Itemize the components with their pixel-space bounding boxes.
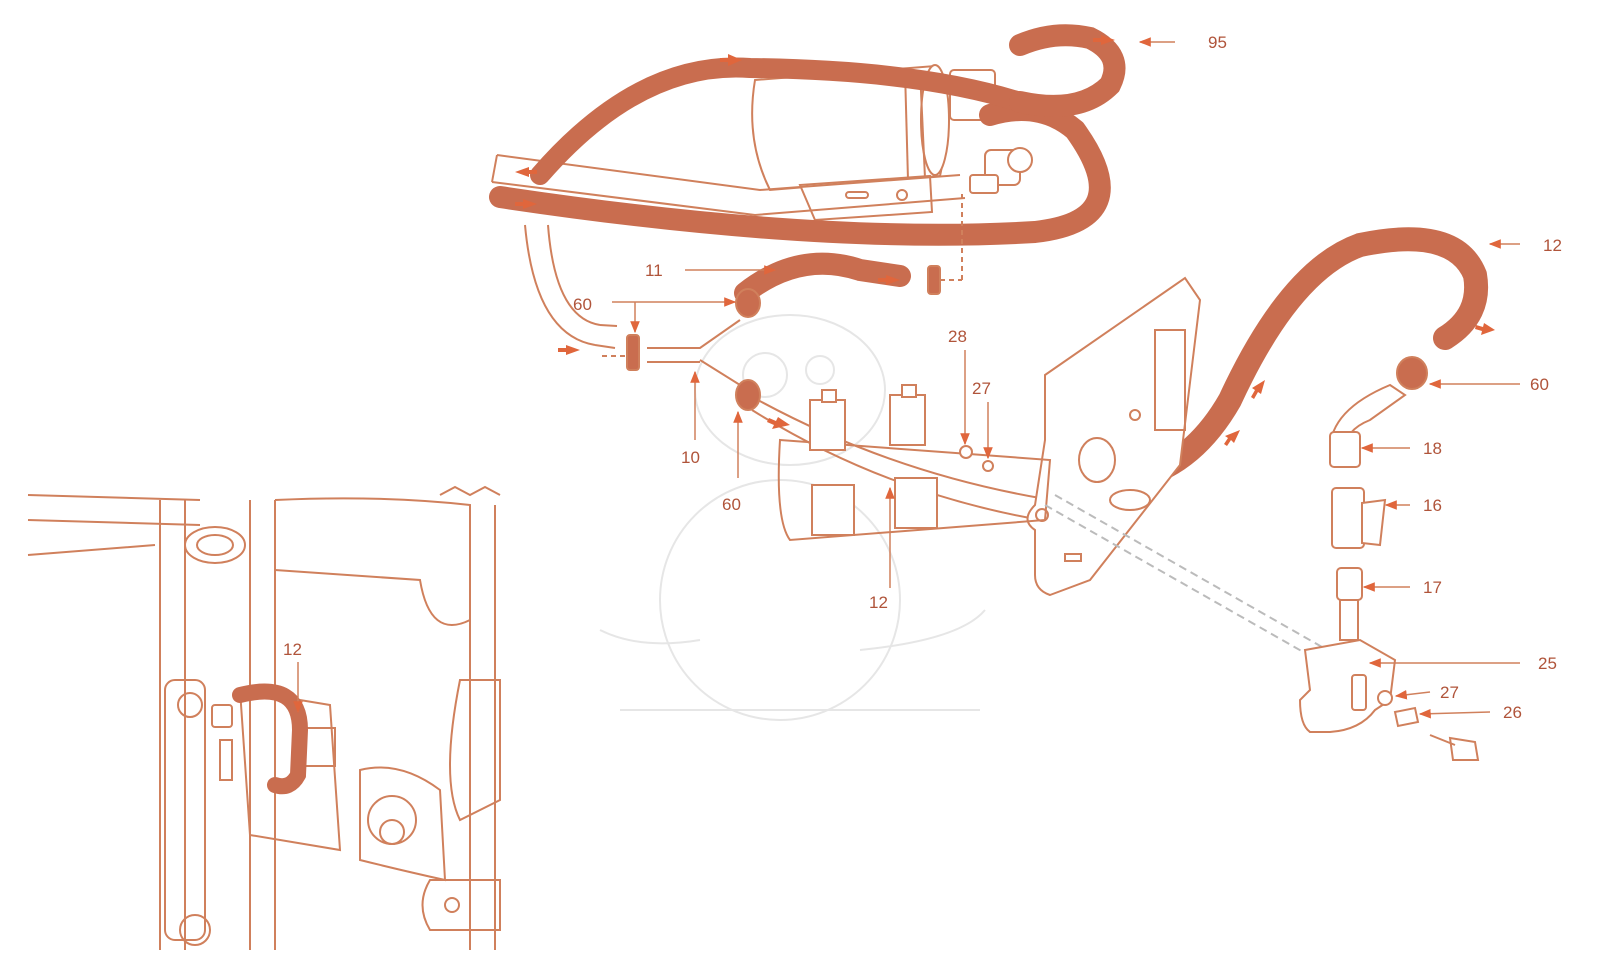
callout-12-inset: 12 bbox=[283, 640, 302, 659]
adapter-fitting bbox=[1336, 567, 1363, 601]
flow-arrow bbox=[1475, 323, 1495, 335]
callout-27-upper: 27 bbox=[972, 379, 991, 398]
nut-fitting bbox=[1329, 431, 1361, 468]
hose-cap bbox=[626, 334, 640, 371]
callout-27-lower: 27 bbox=[1440, 683, 1459, 702]
callout-leaders bbox=[293, 37, 1520, 719]
flow-arrow bbox=[1093, 35, 1115, 45]
flow-arrow bbox=[515, 199, 537, 209]
hose-cap bbox=[735, 288, 761, 318]
support-bracket bbox=[1298, 638, 1397, 733]
hose-cap bbox=[735, 379, 761, 411]
flow-arrow bbox=[878, 275, 900, 285]
callout-12-bracket: 12 bbox=[869, 593, 888, 612]
washer bbox=[1377, 690, 1393, 706]
hose-cap bbox=[1396, 356, 1428, 390]
callout-25: 25 bbox=[1538, 654, 1557, 673]
callout-60-lower: 60 bbox=[722, 495, 741, 514]
filter-canister bbox=[751, 64, 1033, 222]
flow-arrow bbox=[1251, 380, 1265, 399]
flow-arrow bbox=[767, 417, 790, 429]
valve bbox=[809, 399, 846, 451]
flow-arrows bbox=[515, 35, 1495, 446]
callout-26: 26 bbox=[1503, 703, 1522, 722]
callout-11: 11 bbox=[645, 261, 663, 280]
inset-hose bbox=[232, 683, 309, 795]
callout-60-left: 60 bbox=[573, 295, 592, 314]
callout-60-right: 60 bbox=[1530, 375, 1549, 394]
callout-17: 17 bbox=[1423, 578, 1442, 597]
flow-arrow bbox=[720, 54, 742, 66]
flow-arrow bbox=[558, 345, 580, 355]
quick-connector-clip bbox=[1361, 498, 1387, 547]
hose-cap bbox=[927, 265, 941, 295]
valve bbox=[811, 484, 855, 536]
callout-12-top-right: 12 bbox=[1543, 236, 1562, 255]
inset-detail-view bbox=[27, 485, 501, 950]
callout-28: 28 bbox=[948, 327, 967, 346]
bolt bbox=[1448, 736, 1480, 761]
bolt bbox=[1393, 706, 1420, 728]
mounting-bracket bbox=[777, 276, 1381, 691]
quick-connector bbox=[1331, 487, 1365, 549]
callout-10: 10 bbox=[681, 448, 700, 467]
white-hoses bbox=[491, 154, 1041, 519]
y-connector bbox=[647, 319, 741, 386]
flow-arrow bbox=[1224, 430, 1240, 446]
flow-arrow bbox=[515, 167, 537, 177]
fitting-stack bbox=[1298, 383, 1480, 761]
callout-95: 95 bbox=[1208, 33, 1227, 52]
background-watermark bbox=[599, 314, 986, 721]
connector-parts bbox=[602, 190, 1428, 411]
hose-barb bbox=[1339, 599, 1359, 641]
callout-18: 18 bbox=[1423, 439, 1442, 458]
callout-16: 16 bbox=[1423, 496, 1442, 515]
callout-labels: 95 11 60 10 60 28 27 12 12 60 18 16 17 2… bbox=[283, 33, 1562, 722]
valve bbox=[889, 394, 926, 446]
valve bbox=[894, 477, 938, 529]
orange-hoses bbox=[489, 24, 1489, 492]
